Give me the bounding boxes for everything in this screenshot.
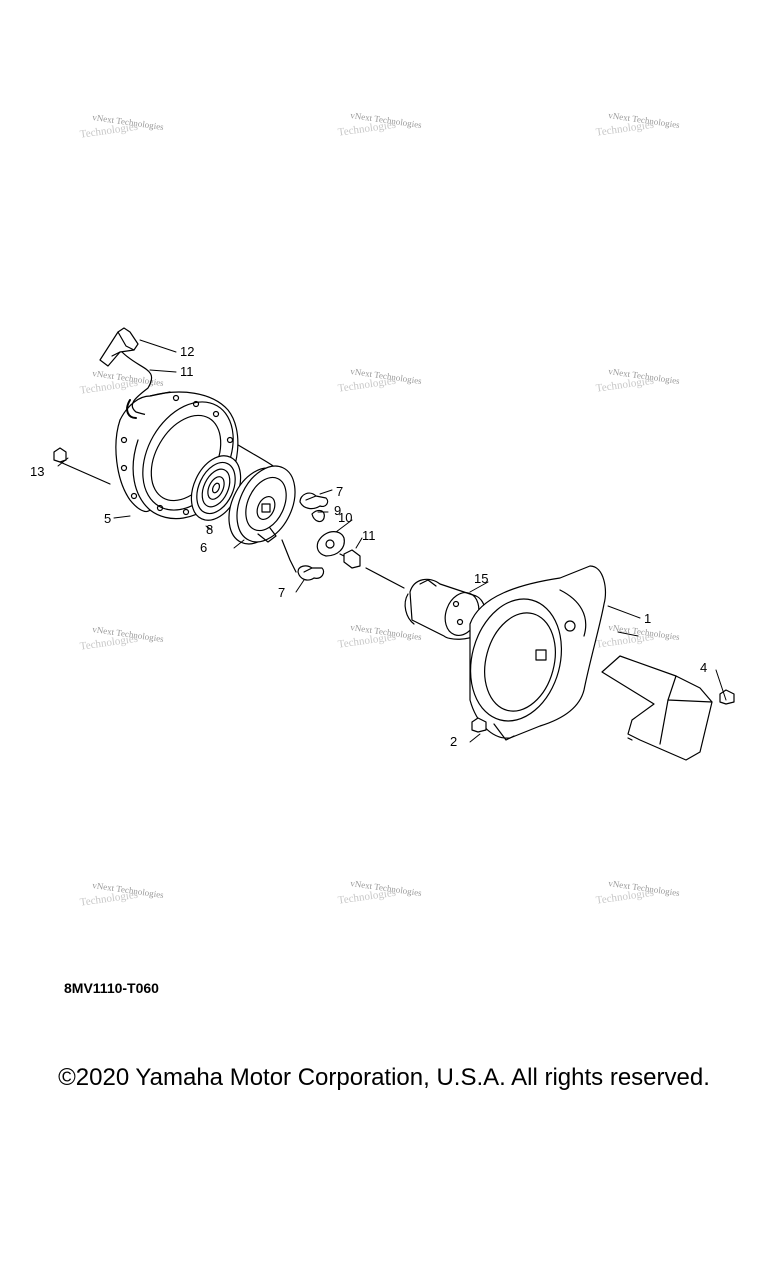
copyright-notice: ©2020 Yamaha Motor Corporation, U.S.A. A… (58, 1064, 710, 1091)
starter-rope-part (121, 351, 291, 479)
svg-text:Technologies: Technologies (79, 121, 139, 141)
callout-labels: 12 11 13 5 8 6 7 9 10 11 7 15 1 2 4 (30, 344, 707, 749)
svg-text:Technologies: Technologies (337, 375, 397, 395)
svg-text:Technologies: Technologies (595, 887, 655, 907)
case-bolt-part (53, 447, 67, 463)
starter-handle-part (99, 327, 139, 367)
assembly-axis-line (59, 461, 111, 485)
svg-text:Technologies: Technologies (337, 119, 397, 139)
pawl-spring-part (311, 509, 325, 523)
callout-15: 15 (474, 571, 488, 586)
svg-text:Technologies: Technologies (595, 119, 655, 139)
svg-text:Technologies: Technologies (595, 375, 655, 395)
callout-10: 10 (338, 510, 352, 525)
callout-13: 12 (180, 344, 194, 359)
svg-text:Technologies: Technologies (79, 377, 139, 397)
leader-lines (57, 339, 727, 743)
svg-text:Technologies: Technologies (337, 631, 397, 651)
callout-2: 2 (450, 734, 457, 749)
center-bolt-part (339, 549, 361, 569)
callout-6: 6 (200, 540, 207, 555)
pawl-part-lower (297, 565, 325, 581)
callout-12: 11 (180, 364, 194, 379)
air-duct-part (601, 655, 713, 761)
fan-cover-part (469, 565, 607, 741)
callout-8: 8 (206, 522, 213, 537)
rope-reel-part (228, 465, 296, 545)
cover-bolt-part (471, 717, 487, 733)
pawl-part-upper (299, 492, 329, 510)
callout-4: 4 (700, 660, 707, 675)
diagram-code: 8MV1110-T060 (64, 980, 159, 996)
callout-14: 13 (30, 464, 44, 479)
duct-bolt-part (719, 689, 735, 705)
svg-text:Technologies: Technologies (337, 887, 397, 907)
callout-5: 5 (104, 511, 111, 526)
callout-7-upper: 7 (336, 484, 343, 499)
callout-11: 11 (362, 528, 376, 543)
callout-9: 9 (334, 503, 341, 518)
callout-1: 1 (644, 611, 651, 626)
callout-7-lower: 7 (278, 585, 285, 600)
svg-text:Technologies: Technologies (79, 889, 139, 909)
friction-plate-part (316, 531, 345, 557)
svg-text:Technologies: Technologies (79, 633, 139, 653)
